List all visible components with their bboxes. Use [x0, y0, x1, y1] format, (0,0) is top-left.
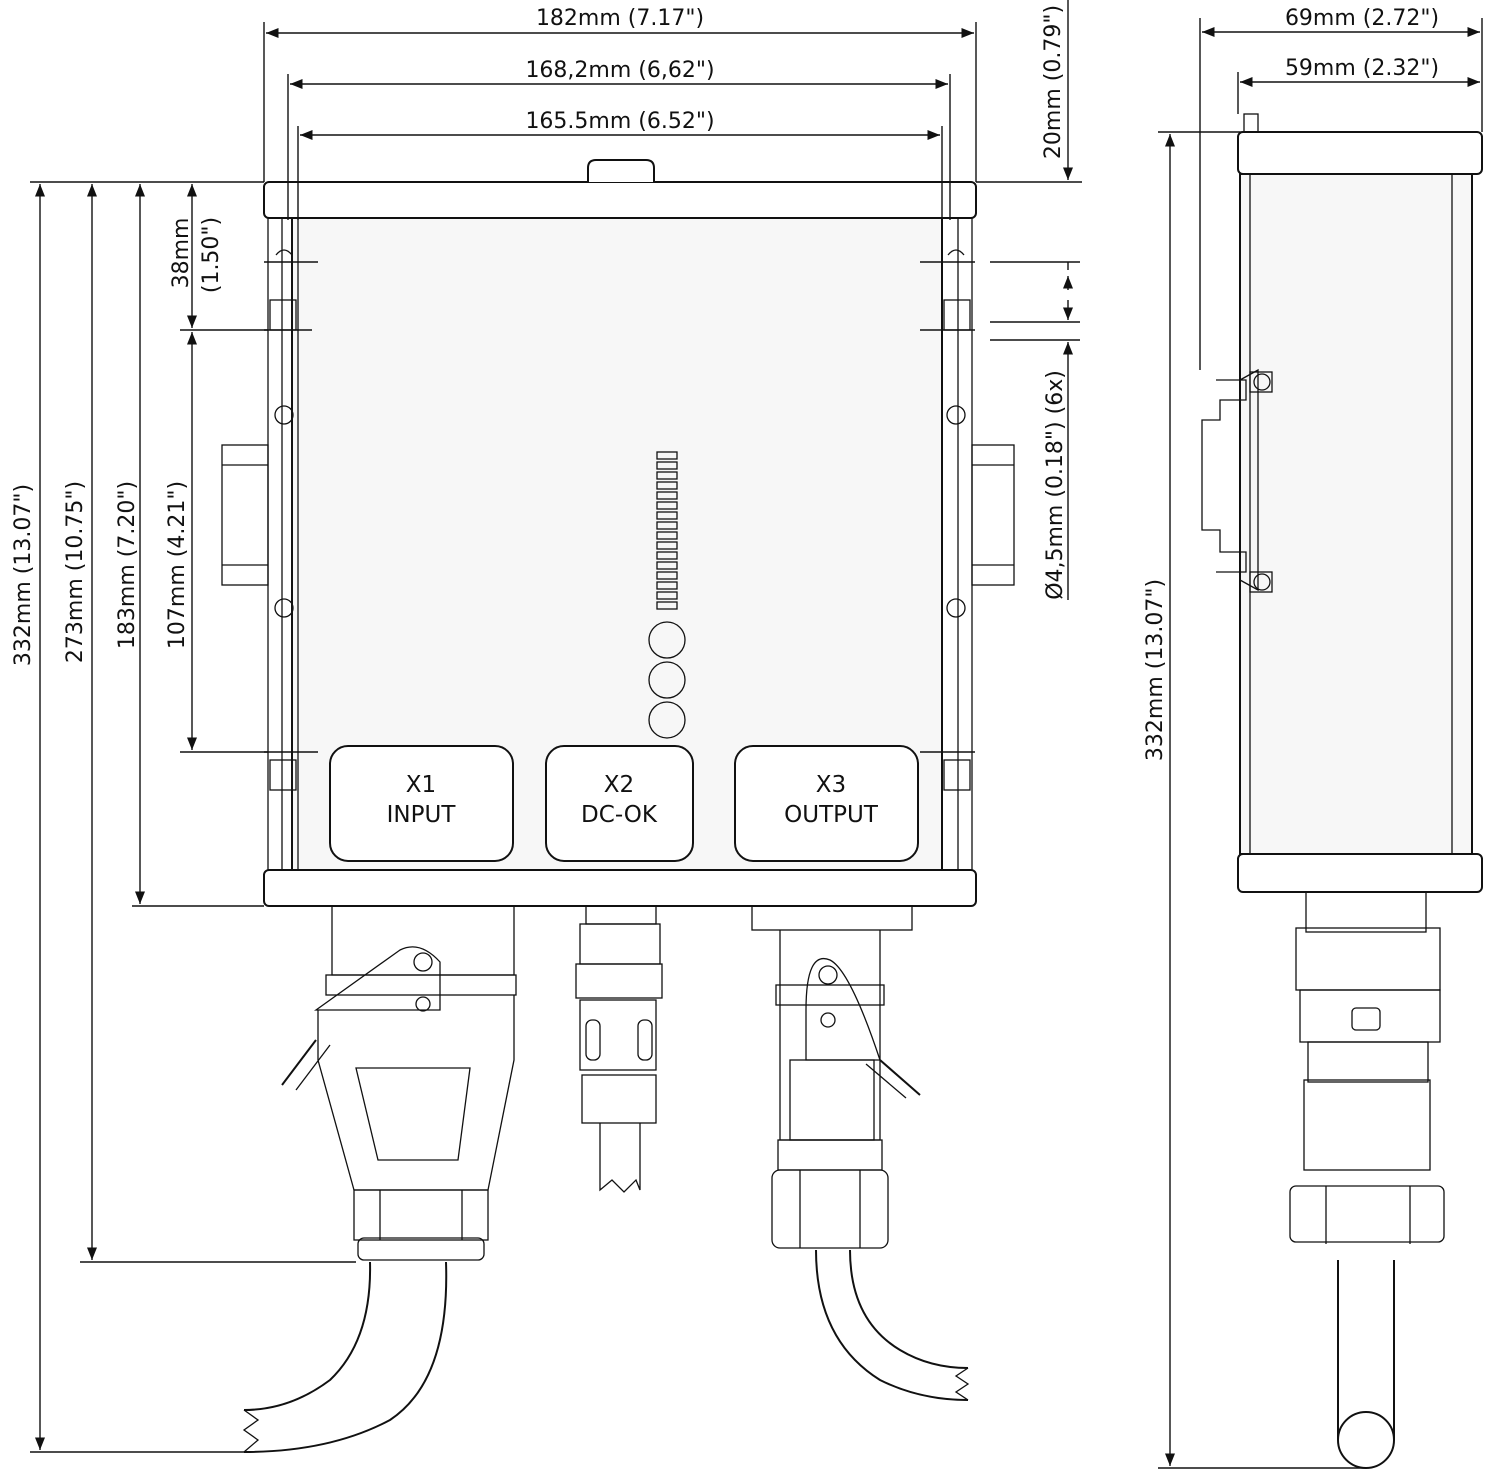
side-dim-width-69: 69mm (2.72") [1285, 6, 1439, 31]
left-mounting-rail [221, 217, 299, 871]
dim-38-value: 38mm [169, 218, 194, 289]
connector-x3-id: X3 [816, 772, 846, 798]
connector-x1-id: X1 [406, 772, 436, 798]
bottom-cap [263, 869, 977, 907]
connector-x2-name: DC-OK [581, 802, 658, 828]
x1-input-plug [242, 906, 517, 1453]
side-view: 69mm (2.72") 59mm (2.32") 332mm (13.07") [1143, 6, 1483, 1469]
top-cap [263, 181, 977, 219]
side-housing [1239, 173, 1473, 855]
dim-hole-diameter: Ø4,5mm (0.18") (6x) [1043, 370, 1068, 600]
dim-height-332: 332mm (13.07") [11, 484, 36, 666]
led-bar-segment [656, 521, 678, 530]
front-view: X1 INPUT X2 DC-OK X3 OUTPUT [11, 0, 1082, 1453]
connector-x2-id: X2 [604, 772, 634, 798]
led-bar-segment [656, 571, 678, 580]
led-bar-segment [656, 451, 678, 460]
side-connector [1289, 891, 1445, 1469]
led-bar-segment [656, 501, 678, 510]
x3-output-plug [751, 905, 970, 1401]
dim-height-183: 183mm (7.20") [115, 481, 140, 649]
dim-height-273: 273mm (10.75") [63, 481, 88, 663]
led-bar-segment [656, 541, 678, 550]
connector-x3-box: X3 OUTPUT [734, 745, 919, 862]
led-bar-segment [656, 531, 678, 540]
dim-width-165: 165.5mm (6.52") [525, 109, 714, 134]
dim-height-107: 107mm (4.21") [165, 481, 190, 649]
top-knob [587, 159, 655, 182]
led-bar-segment [656, 581, 678, 590]
led-bar-segment [656, 601, 678, 610]
status-led-3 [648, 701, 686, 739]
side-top-cap [1237, 131, 1483, 175]
x2-signal-connector [575, 905, 663, 1193]
led-bar-segment [656, 491, 678, 500]
side-dimensions: 69mm (2.72") 59mm (2.32") 332mm (13.07") [1143, 6, 1483, 1469]
dim-width-182: 182mm (7.17") [536, 6, 704, 31]
side-dim-height-332: 332mm (13.07") [1143, 579, 1168, 761]
left-din-clip [221, 444, 269, 586]
side-bottom-cap [1237, 853, 1483, 893]
led-bar-segment [656, 551, 678, 560]
dim-top-20: 20mm (0.79") [1041, 5, 1066, 159]
led-bar-segment [656, 591, 678, 600]
connector-x2-box: X2 DC-OK [545, 745, 694, 862]
led-bar-segment [656, 561, 678, 570]
led-bar-graph [656, 451, 678, 610]
right-mounting-rail [941, 217, 1015, 871]
side-dim-width-59: 59mm (2.32") [1285, 56, 1439, 81]
led-bar-segment [656, 471, 678, 480]
connector-x1-name: INPUT [387, 802, 457, 828]
status-led-1 [648, 621, 686, 659]
dim-width-168: 168,2mm (6,62") [525, 58, 714, 83]
led-bar-segment [656, 511, 678, 520]
dim-38-inch: (1.50") [199, 217, 224, 293]
front-dimensions: 182mm (7.17") 168,2mm (6,62") 165.5mm (6… [11, 0, 1082, 1453]
connector-x1-box: X1 INPUT [329, 745, 514, 862]
status-led-2 [648, 661, 686, 699]
led-bar-segment [656, 481, 678, 490]
side-din-clip [1201, 368, 1273, 593]
right-din-clip [971, 444, 1015, 586]
connector-x3-name: OUTPUT [784, 802, 879, 828]
led-bar-segment [656, 461, 678, 470]
cable-end-section [1337, 1411, 1395, 1469]
